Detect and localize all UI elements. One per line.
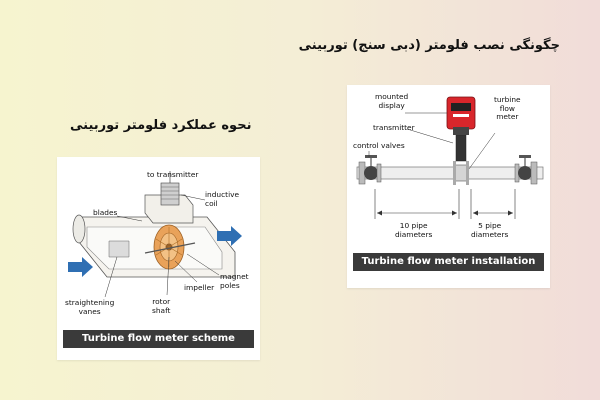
installation-heading: چگونگی نصب فلومتر (دبی سنج) توربینی [298, 38, 560, 53]
five-pipe-diameters-label: 5 pipe diameters [471, 221, 509, 239]
installation-diagram [356, 96, 544, 219]
magnet-poles-label: magnet poles [220, 272, 249, 290]
mounted-display-graphic [446, 96, 476, 135]
straightening-vanes-label: straightening vanes [65, 298, 115, 316]
impeller-label: impeller [184, 283, 215, 292]
scheme-card: to transmitter blades inductive coil mag… [57, 157, 260, 360]
right-valve-graphic [514, 155, 538, 185]
transmitter-graphic [455, 134, 467, 162]
inductive-coil-label: inductive coil [205, 190, 240, 208]
operation-heading: نحوه عملکرد فلومتر توربینی [70, 118, 252, 133]
blades-label: blades [93, 208, 118, 217]
left-valve-graphic [358, 155, 382, 185]
mounted-display-label: mounted display [375, 92, 409, 110]
control-valves-label: control valves [353, 141, 405, 150]
installation-card: mounted display transmitter control valv… [347, 85, 550, 288]
scheme-diagram [68, 171, 242, 298]
flow-in-arrow [68, 257, 93, 277]
inductive-coil-graphic [160, 171, 180, 206]
ten-pipe-diameters-label: 10 pipe diameters [395, 221, 433, 239]
to-transmitter-label: to transmitter [147, 170, 199, 179]
impeller-graphic [153, 224, 185, 270]
flow-out-arrow [217, 226, 242, 246]
rotor-shaft-label: rotor shaft [152, 297, 171, 315]
turbine-flow-meter-label: turbine flow meter [494, 95, 521, 121]
scheme-caption: Turbine flow meter scheme [63, 330, 254, 348]
installation-caption: Turbine flow meter installation [353, 253, 544, 271]
pipe-graphic [356, 166, 544, 180]
transmitter-label: transmitter [373, 123, 415, 132]
